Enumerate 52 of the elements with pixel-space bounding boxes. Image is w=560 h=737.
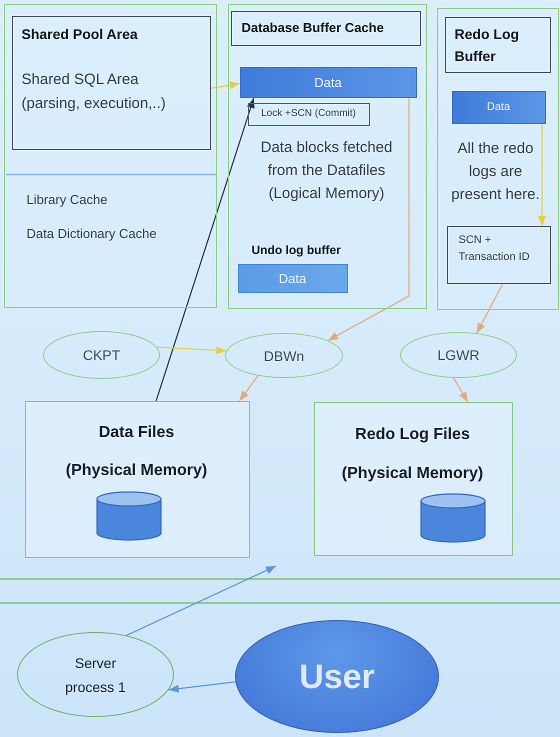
process-label: Server process 1 (64, 654, 127, 697)
box-text: Data Dictionary Cache (26, 226, 157, 242)
box-text: All the redo logs are present here. (450, 138, 541, 204)
database-cylinder-icon (420, 492, 486, 542)
database-cylinder-icon (96, 490, 162, 540)
process-ellipse (225, 333, 343, 378)
box-heading: (Physical Memory) (342, 464, 484, 484)
pool-area-box (12, 16, 210, 150)
box-text: SCN + Transaction ID (458, 232, 531, 264)
arrow (156, 98, 255, 402)
box-text: Data blocks fetched from the Datafiles (Logical Memory) (260, 138, 394, 204)
arrow (126, 565, 276, 636)
bar-label: Data (486, 100, 510, 114)
data-block-bar (452, 90, 546, 124)
box-text: Shared SQL Area (parsing, execution,..) (22, 70, 167, 114)
user-label: User (299, 658, 375, 696)
memory-area-panel (228, 4, 427, 309)
box-heading: Shared Pool Area (22, 24, 138, 44)
data-block-bar (240, 66, 416, 98)
process-label: DBWn (264, 346, 304, 364)
title-box (444, 16, 550, 72)
bar-label: Data (278, 270, 306, 286)
box-heading: Redo Log Buffer (454, 24, 520, 66)
data-block-bar (238, 264, 348, 292)
title-box (230, 10, 420, 46)
arrow (453, 378, 468, 402)
memory-area-panel (437, 8, 559, 310)
arrow (168, 681, 236, 693)
box-heading: Database Buffer Cache (242, 20, 384, 36)
process-ellipse (400, 332, 517, 378)
box-heading: (Physical Memory) (66, 460, 208, 480)
memory-area-panel (4, 4, 217, 308)
arrow (156, 346, 226, 354)
process-label: CKPT (82, 346, 120, 364)
process-ellipse (43, 331, 160, 379)
arrow (538, 124, 546, 226)
box-heading: Data Files (98, 422, 174, 442)
info-box (446, 226, 550, 284)
process-ellipse (17, 632, 174, 717)
info-box (248, 102, 370, 126)
box-heading: Redo Log Files (355, 424, 470, 444)
file-storage-box (25, 401, 250, 558)
process-label: LGWR (438, 346, 480, 364)
file-storage-box (314, 402, 513, 556)
arrow (328, 98, 410, 342)
box-heading: Undo log buffer (252, 242, 341, 258)
box-text: Library Cache (26, 192, 108, 208)
bar-label: Data (314, 74, 342, 90)
box-text: Lock +SCN (Commit) (261, 108, 356, 120)
arrow (476, 284, 504, 334)
arrow (239, 375, 258, 402)
arrow (210, 81, 240, 90)
